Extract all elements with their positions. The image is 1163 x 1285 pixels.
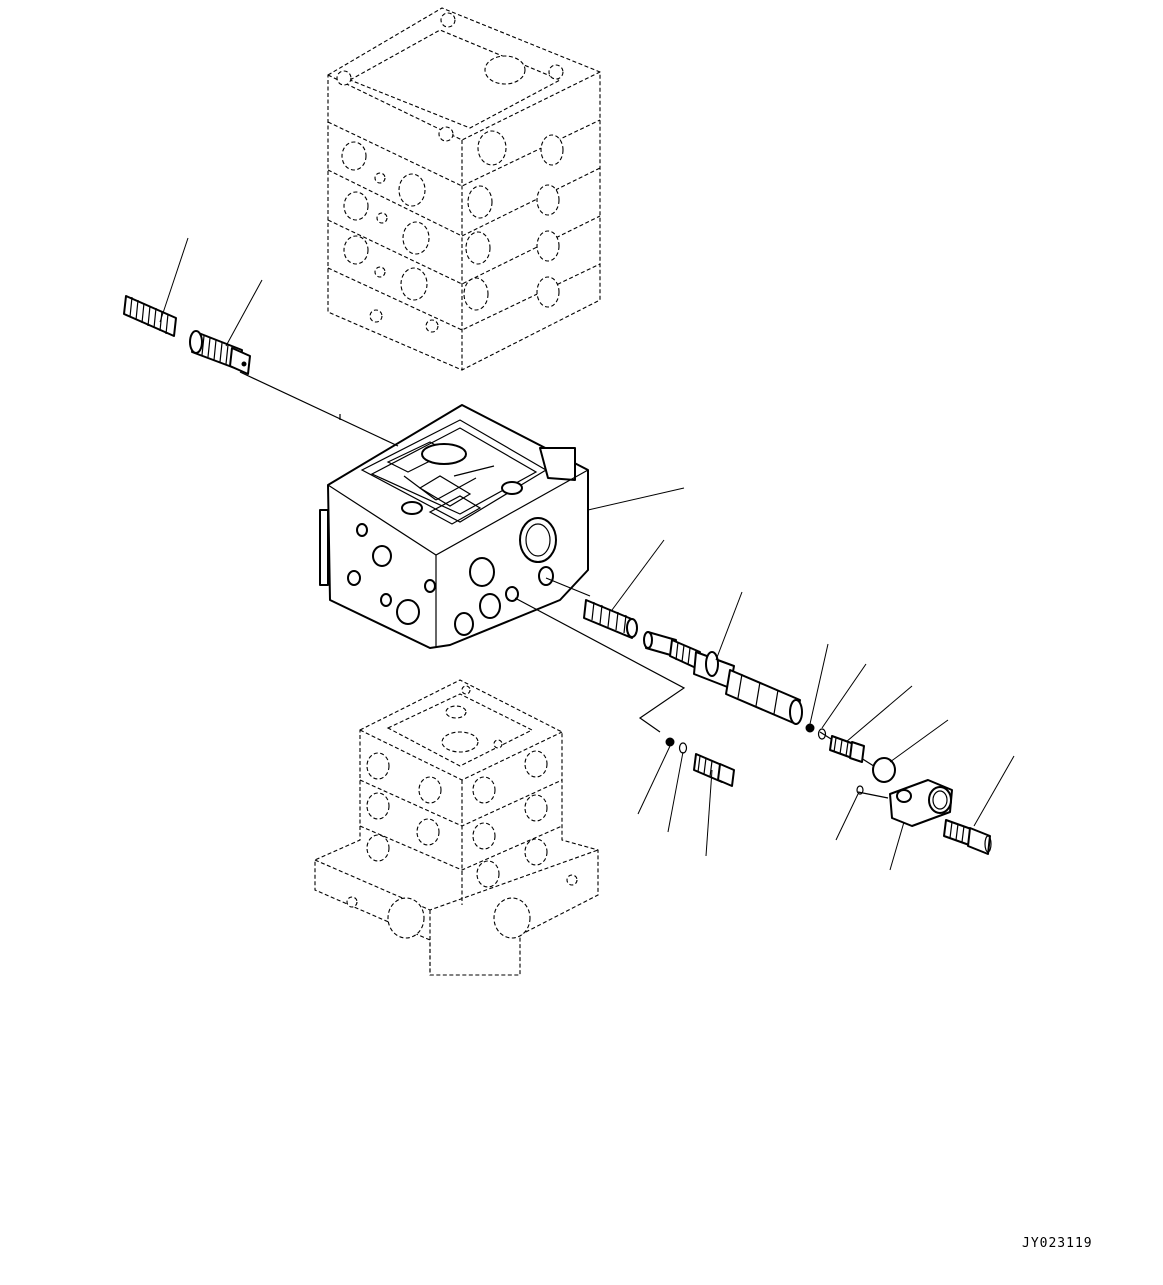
spring-right (584, 600, 637, 638)
o-ring-lower (680, 743, 687, 753)
ball-lower (666, 738, 674, 746)
o-ring-tiny (857, 786, 863, 794)
lower-valve-stack (315, 680, 598, 975)
upper-valve-stack (328, 8, 600, 370)
plug-left (190, 331, 250, 374)
spring-left (124, 296, 176, 336)
o-ring-small-right (819, 729, 826, 739)
leader-lines (160, 238, 1014, 870)
ball-right (806, 724, 814, 732)
plug-lower (694, 754, 734, 786)
plug-right (830, 736, 864, 762)
spool (644, 632, 802, 724)
cover-flange (890, 780, 952, 826)
bolt-right (944, 820, 991, 854)
valve-section-body (320, 405, 588, 648)
o-ring-large (873, 758, 895, 782)
drawing-code-label: JY023119 (1022, 1236, 1093, 1251)
